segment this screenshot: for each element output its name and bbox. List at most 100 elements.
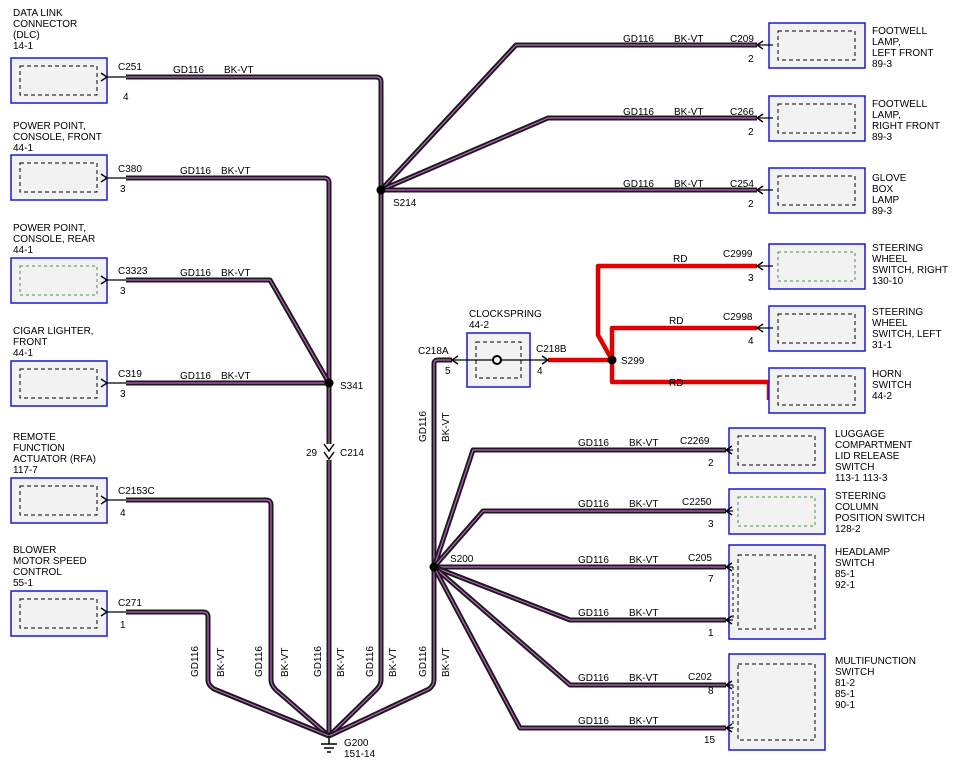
svg-text:SWITCH: SWITCH: [872, 380, 911, 391]
splice-labels: S214 S341 S200 S299 G200 151-14: [340, 198, 645, 760]
svg-text:GD116: GD116: [180, 371, 211, 382]
svg-text:LEFT FRONT: LEFT FRONT: [872, 48, 933, 59]
svg-text:C214: C214: [340, 448, 364, 459]
component-footwell-right: FOOTWELL LAMP, RIGHT FRONT 89-3: [755, 95, 940, 143]
svg-text:31-1: 31-1: [872, 340, 892, 351]
svg-text:5: 5: [445, 366, 451, 377]
svg-text:SWITCH: SWITCH: [835, 558, 874, 569]
svg-text:C2999: C2999: [723, 249, 753, 260]
svg-text:CONTROL: CONTROL: [13, 567, 62, 578]
component-footwell-left: FOOTWELL LAMP, LEFT FRONT 89-3: [755, 22, 933, 70]
svg-text:GD116: GD116: [254, 646, 265, 677]
svg-text:BK-VT: BK-VT: [629, 499, 658, 510]
svg-text:90-1: 90-1: [835, 700, 855, 711]
svg-text:FRONT: FRONT: [13, 337, 47, 348]
svg-text:BK-VT: BK-VT: [674, 34, 703, 45]
svg-text:C218B: C218B: [536, 344, 567, 355]
svg-text:CONSOLE, FRONT: CONSOLE, FRONT: [13, 132, 102, 143]
svg-text:COMPARTMENT: COMPARTMENT: [835, 440, 912, 451]
component-cigar-lighter: CIGAR LIGHTER, FRONT 44-1: [10, 326, 126, 407]
svg-text:3: 3: [120, 389, 126, 400]
svg-text:G200: G200: [344, 738, 369, 749]
svg-text:GD116: GD116: [180, 166, 211, 177]
svg-text:4: 4: [748, 336, 754, 347]
svg-text:2: 2: [748, 54, 754, 65]
svg-text:BK-VT: BK-VT: [280, 648, 291, 677]
svg-text:2: 2: [748, 127, 754, 138]
svg-text:C251: C251: [118, 62, 142, 73]
svg-text:3: 3: [748, 273, 754, 284]
svg-text:GD116: GD116: [418, 411, 429, 442]
svg-text:C2153C: C2153C: [118, 486, 155, 497]
svg-text:FOOTWELL: FOOTWELL: [872, 26, 927, 37]
svg-text:LAMP,: LAMP,: [872, 110, 901, 121]
svg-text:GD116: GD116: [623, 179, 654, 190]
svg-text:GD116: GD116: [190, 646, 201, 677]
svg-text:CONNECTOR: CONNECTOR: [13, 19, 77, 30]
svg-text:SWITCH: SWITCH: [835, 667, 874, 678]
svg-text:2: 2: [748, 199, 754, 210]
component-steering-column-switch: STEERING COLUMN POSITION SWITCH 128-2: [724, 488, 925, 535]
svg-text:POWER POINT,: POWER POINT,: [13, 223, 86, 234]
svg-text:GD116: GD116: [313, 646, 324, 677]
ground-wires: [126, 42, 757, 739]
svg-text:GD116: GD116: [365, 646, 376, 677]
svg-text:3: 3: [120, 286, 126, 297]
component-luggage-switch: LUGGAGE COMPARTMENT LID RELEASE SWITCH 1…: [724, 427, 912, 484]
svg-text:C2269: C2269: [680, 436, 710, 447]
svg-text:STEERING: STEERING: [835, 491, 886, 502]
svg-text:LUGGAGE: LUGGAGE: [835, 429, 885, 440]
svg-text:44-1: 44-1: [13, 245, 33, 256]
svg-text:C266: C266: [730, 107, 754, 118]
svg-text:FUNCTION: FUNCTION: [13, 443, 65, 454]
component-blower: BLOWER MOTOR SPEED CONTROL 55-1: [10, 545, 126, 637]
svg-text:89-3: 89-3: [872, 59, 892, 70]
svg-text:44-1: 44-1: [13, 348, 33, 359]
svg-text:2: 2: [708, 458, 714, 469]
component-glove-box-lamp: GLOVE BOX LAMP 89-3: [755, 167, 907, 217]
svg-text:1: 1: [120, 620, 126, 631]
svg-text:BLOWER: BLOWER: [13, 545, 56, 556]
component-steering-wheel-right: STEERING WHEEL SWITCH, RIGHT 130-10: [755, 243, 948, 290]
svg-text:117-7: 117-7: [13, 465, 38, 476]
splice-s200: [429, 562, 439, 572]
svg-text:BK-VT: BK-VT: [216, 648, 227, 677]
svg-text:BK-VT: BK-VT: [674, 107, 703, 118]
svg-text:GD116: GD116: [623, 107, 654, 118]
svg-text:GD116: GD116: [418, 646, 429, 677]
splice-s341: [324, 378, 334, 388]
svg-text:GD116: GD116: [578, 608, 609, 619]
svg-text:BK-VT: BK-VT: [629, 555, 658, 566]
component-dlc: DATA LINK CONNECTOR (DLC) 14-1: [10, 8, 126, 104]
svg-text:RD: RD: [669, 378, 683, 389]
svg-text:C380: C380: [118, 164, 142, 175]
svg-text:BK-VT: BK-VT: [224, 65, 253, 76]
svg-text:CONSOLE, REAR: CONSOLE, REAR: [13, 234, 95, 245]
svg-text:C205: C205: [688, 553, 712, 564]
svg-text:MULTIFUNCTION: MULTIFUNCTION: [835, 656, 916, 667]
svg-text:HORN: HORN: [872, 369, 901, 380]
svg-text:BK-VT: BK-VT: [221, 268, 250, 279]
splice-s299: [607, 355, 617, 365]
svg-text:RD: RD: [673, 254, 687, 265]
svg-text:BK-VT: BK-VT: [674, 179, 703, 190]
svg-text:GD116: GD116: [578, 499, 609, 510]
component-power-point-front: POWER POINT, CONSOLE, FRONT 44-1: [10, 121, 126, 201]
horn-wires: [548, 263, 772, 400]
svg-text:89-3: 89-3: [872, 132, 892, 143]
svg-text:44-2: 44-2: [872, 391, 892, 402]
svg-text:C3323: C3323: [118, 266, 148, 277]
component-headlamp-switch: HEADLAMP SWITCH 85-1 92-1: [724, 544, 890, 640]
svg-text:GD116: GD116: [578, 673, 609, 684]
svg-text:1: 1: [708, 628, 714, 639]
svg-text:C254: C254: [730, 179, 754, 190]
svg-text:14-1: 14-1: [13, 41, 33, 52]
svg-text:C2998: C2998: [723, 312, 753, 323]
svg-text:S341: S341: [340, 381, 364, 392]
svg-text:C271: C271: [118, 598, 142, 609]
ground-symbol: [321, 736, 337, 753]
svg-text:8: 8: [708, 686, 714, 697]
svg-text:CIGAR LIGHTER,: CIGAR LIGHTER,: [13, 326, 94, 337]
